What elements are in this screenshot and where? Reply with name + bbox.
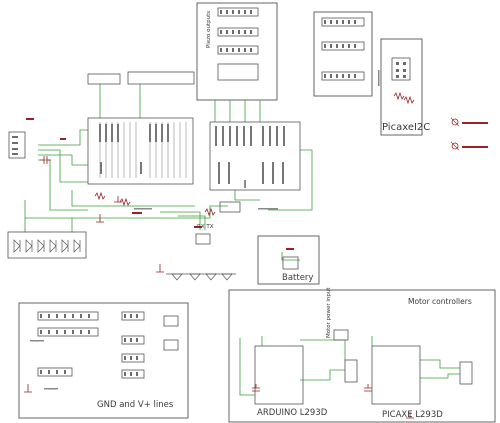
red-components [24, 91, 460, 419]
resistor-1 [94, 191, 106, 201]
gnd-header-8 [163, 315, 179, 327]
mount-hole-1 [451, 118, 459, 126]
gnd-header-6 [37, 367, 73, 377]
motor-out-arduino [344, 359, 358, 383]
right-header-1 [321, 17, 365, 27]
gnd-v-lines-frame [18, 302, 189, 419]
wire-bus-4 [38, 159, 88, 211]
gnd-header-1 [37, 311, 99, 321]
header-pins [12, 10, 406, 376]
led-row [7, 231, 87, 259]
bottom-transistors [166, 273, 236, 281]
battery-connector [282, 256, 299, 270]
resistor-i2c-1 [393, 91, 405, 101]
header-top-mid [127, 71, 195, 85]
l293d-arduino-body [254, 345, 304, 405]
gnd-header-3 [121, 311, 145, 321]
piezo-outputs-frame [196, 2, 278, 101]
wire-bus-6 [38, 154, 88, 166]
right-headers-frame [313, 11, 373, 97]
label-piezo-outputs: Piezo outputs [206, 10, 212, 48]
wire-battery [281, 252, 300, 261]
wire-chip2-bottom [234, 190, 260, 201]
gnd-header-2 [37, 327, 99, 337]
gnd-header-9 [163, 339, 179, 351]
connector-headers [7, 7, 473, 405]
label-battery: Battery [282, 273, 314, 283]
group-frames [18, 2, 496, 423]
i2c-header [391, 57, 411, 81]
left-edge-connector [8, 131, 26, 159]
gnd-header-5 [121, 353, 145, 363]
microcontroller-right [209, 121, 301, 191]
piezo-header-2 [217, 27, 259, 37]
wire-motor-3 [300, 369, 345, 381]
label-gnd-v-lines: GND and V+ lines [97, 400, 174, 410]
header-top-left [87, 73, 121, 85]
capacitor-3 [364, 384, 372, 392]
piezo-header-4 [217, 63, 259, 81]
microcontroller-right-body [209, 121, 301, 191]
label-arduino-l293d: ARDUINO L293D [257, 408, 328, 418]
label-motor-power-input: Motor power input [326, 287, 332, 338]
label-picaxe-l293d: PICAXE L293D [382, 410, 443, 420]
capacitor-2 [252, 384, 260, 392]
wire-bus-3 [38, 149, 88, 183]
wire-rxtx [160, 211, 201, 230]
wire-bus-2 [71, 190, 195, 207]
capacitor-1 [40, 156, 51, 164]
wire-bus-5 [38, 129, 88, 146]
label-motor-controllers: Motor controllers [408, 297, 472, 306]
battery-frame [257, 235, 320, 285]
wire-motor-1 [239, 338, 255, 396]
gnd-header-7 [121, 369, 145, 379]
l293d-picaxe-body [371, 345, 421, 405]
small-header-rxtx [219, 201, 241, 213]
right-header-3 [321, 71, 365, 81]
wire-bus-1 [24, 200, 228, 219]
motor-out-picaxe [459, 361, 473, 385]
piezo-header-3 [217, 45, 259, 55]
wire-motor-5 [420, 373, 460, 379]
microcontroller-left-body [87, 117, 194, 185]
wire-motor-4 [420, 359, 460, 369]
gnd-header-4 [121, 335, 145, 345]
resistor-2 [119, 197, 131, 207]
label-picaxe-i2c: PicaxeI2C [382, 122, 431, 133]
motor-controllers-frame [228, 289, 496, 423]
picaxe-i2c-frame [380, 38, 423, 136]
annotation-marks [26, 118, 488, 250]
resistor-i2c-2 [403, 95, 415, 105]
motor-power-connector [333, 329, 349, 341]
label-rx-tx: RX TX [197, 224, 214, 230]
wire-motor-2 [300, 339, 346, 360]
rxtx-header [195, 233, 211, 245]
mount-hole-2 [451, 142, 459, 150]
microcontroller-left [87, 117, 194, 185]
right-header-2 [321, 41, 365, 51]
resistor-3 [204, 207, 216, 217]
wire-rxtx-2 [178, 215, 206, 230]
tiny-labels [30, 70, 380, 390]
piezo-header-1 [217, 7, 259, 17]
led-diodes [13, 239, 81, 253]
wire-chip2-right [268, 149, 313, 211]
